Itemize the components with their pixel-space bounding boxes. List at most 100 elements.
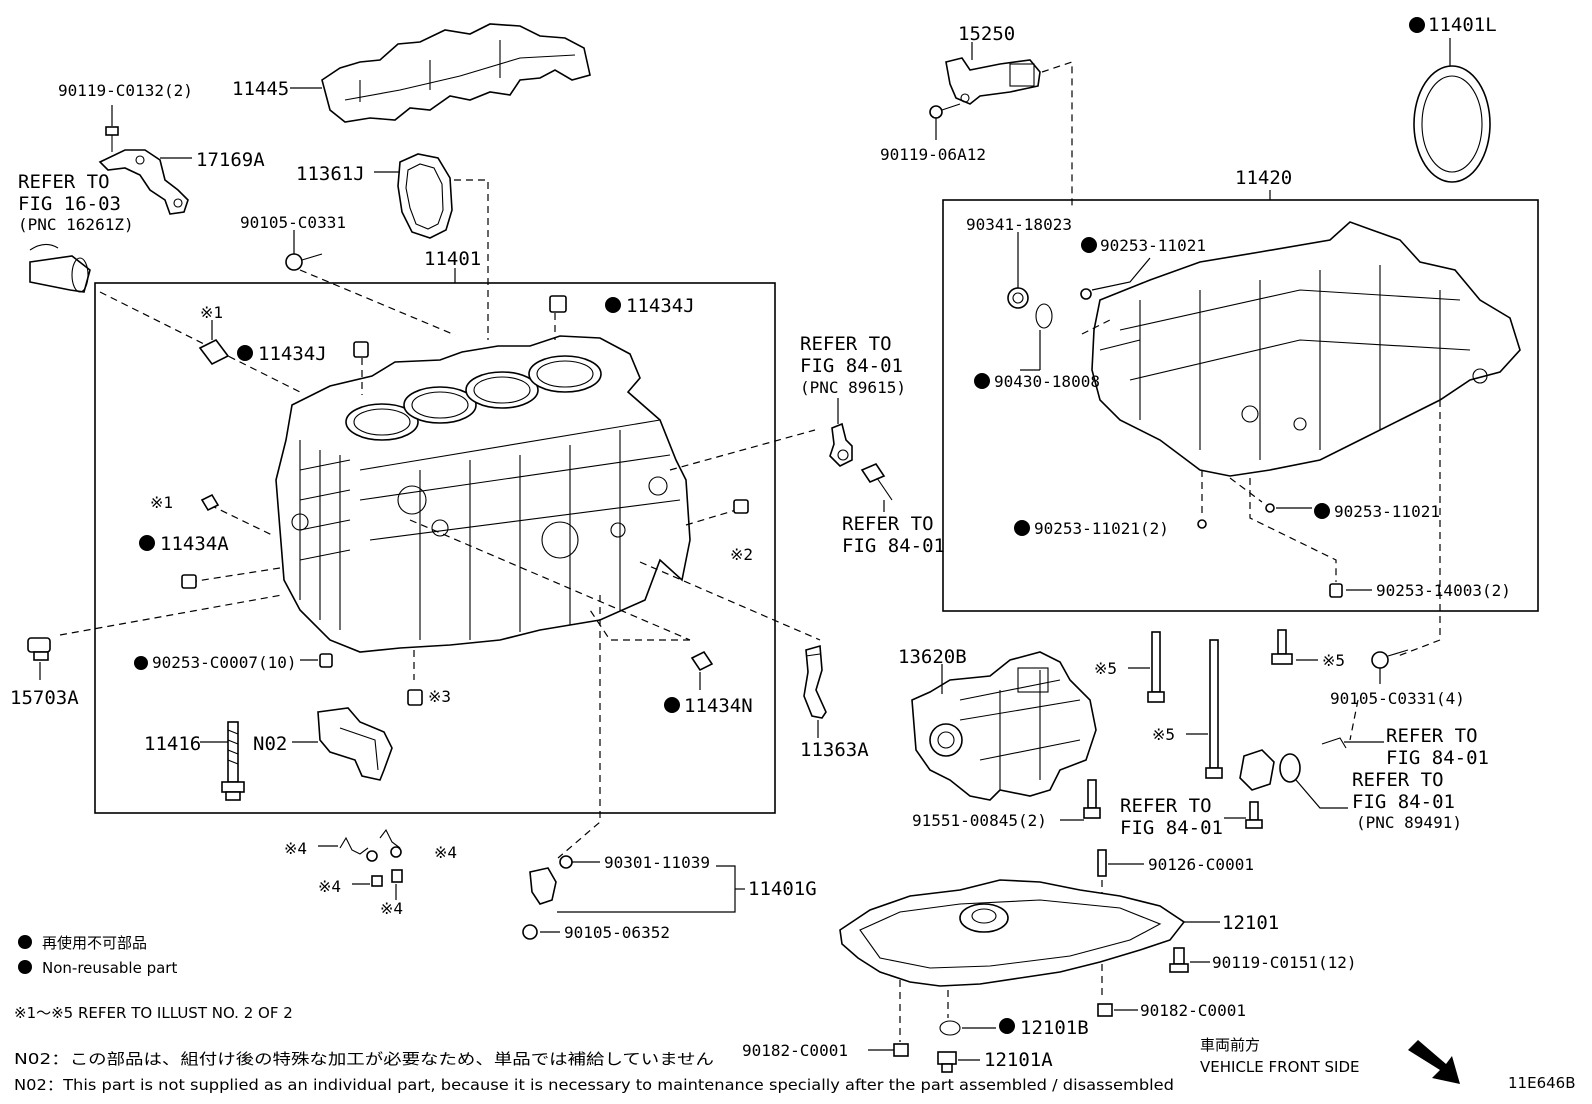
oil-pan-upper-11420 bbox=[1091, 221, 1521, 477]
bullet-90253-11021-c bbox=[1014, 520, 1030, 536]
oil-seal-11401l bbox=[1413, 65, 1491, 183]
label-11416: 11416 bbox=[144, 733, 201, 755]
pin-ref3 bbox=[407, 689, 423, 706]
bullet-90253-11021-b bbox=[1314, 503, 1330, 519]
label-ref5-a: ※5 bbox=[1094, 659, 1117, 678]
label-ref4-b: ※4 bbox=[434, 843, 457, 862]
front-side-jp: 車両前方 bbox=[1200, 1036, 1260, 1054]
label-12101a: 12101A bbox=[984, 1049, 1053, 1071]
label-12101b: 12101B bbox=[1020, 1017, 1089, 1039]
label-11434n: 11434N bbox=[684, 695, 753, 717]
oil-pump-13620b bbox=[911, 651, 1097, 801]
bolt-90119-c0132 bbox=[105, 126, 119, 152]
pipe-11363a bbox=[803, 644, 827, 719]
cylinder-block-11401 bbox=[275, 335, 691, 653]
label-ref5-c: ※5 bbox=[1322, 651, 1345, 670]
nut-90182-c0001-a bbox=[1097, 1003, 1113, 1017]
label-refer-16-03-a: REFER TO bbox=[18, 171, 110, 193]
cylinder-block-frame bbox=[94, 282, 776, 814]
label-90253-c0007: 90253-C0007(10) bbox=[152, 653, 297, 672]
pin-90253-c0007 bbox=[319, 653, 333, 668]
label-ref4-a: ※4 bbox=[284, 839, 307, 858]
bullet-90253-11021-a bbox=[1081, 237, 1097, 253]
label-15703a: 15703A bbox=[10, 687, 79, 709]
note-n02-jp: N02：この部品は、組付け後の特殊な加工が必要なため、単品では補給していません bbox=[14, 1050, 714, 1068]
label-refer-89615-b: FIG 84-01 bbox=[800, 355, 903, 377]
label-ref5-b: ※5 bbox=[1152, 725, 1175, 744]
pin-ref1-b bbox=[200, 493, 220, 512]
plug-12101a bbox=[937, 1051, 957, 1073]
label-90341-18023: 90341-18023 bbox=[966, 215, 1072, 234]
hose-part bbox=[29, 243, 91, 293]
label-90253-11021-c: 90253-11021(2) bbox=[1034, 519, 1169, 538]
label-90253-11021-a: 90253-11021 bbox=[1100, 236, 1206, 255]
label-ref2: ※2 bbox=[730, 545, 753, 564]
legend-non-reusable-en: Non-reusable part bbox=[42, 959, 177, 977]
bracket-17169a bbox=[98, 149, 189, 215]
bolt-90119-c0151 bbox=[1169, 947, 1189, 973]
bullet-11401l bbox=[1409, 17, 1425, 33]
legend-bullet-en bbox=[18, 960, 32, 974]
diagram-code: 11E646B bbox=[1508, 1074, 1576, 1092]
label-11434a: 11434A bbox=[160, 533, 229, 555]
label-ref4-c: ※4 bbox=[318, 877, 341, 896]
bolt-90105-c0331-4 bbox=[1371, 649, 1409, 669]
bolt-knock-sensor bbox=[860, 463, 893, 501]
bullet-11434j-a bbox=[605, 297, 621, 313]
pin-11434j-a bbox=[549, 295, 567, 313]
legend-bullet-jp bbox=[18, 935, 32, 949]
plug-90341-18023 bbox=[1007, 287, 1029, 309]
bullet-11434a bbox=[139, 535, 155, 551]
pin-90253-11021-a bbox=[1080, 288, 1092, 300]
label-11401: 11401 bbox=[424, 248, 481, 270]
oil-level-sensor bbox=[1239, 737, 1347, 791]
gasket-90430-18008 bbox=[1035, 303, 1053, 329]
front-arrow-icon bbox=[1408, 1040, 1460, 1084]
label-90105-06352: 90105-06352 bbox=[564, 923, 670, 942]
label-11445: 11445 bbox=[232, 78, 289, 100]
bolt-90105-c0331 bbox=[285, 253, 323, 271]
note-n02-en: N02：This part is not supplied as an indi… bbox=[14, 1076, 1174, 1094]
pin-11434j-b bbox=[353, 341, 369, 358]
label-11434j-a: 11434J bbox=[626, 295, 695, 317]
stud-90126-c0001 bbox=[1097, 849, 1107, 877]
label-refer-89615-a: REFER TO bbox=[800, 333, 892, 355]
pin-90253-11021-b bbox=[1265, 503, 1275, 513]
bolt-90105-06352 bbox=[522, 924, 538, 940]
label-90253-14003: 90253-14003(2) bbox=[1376, 581, 1511, 600]
label-11401l: 11401L bbox=[1428, 14, 1497, 36]
label-refer-84-d-a: REFER TO bbox=[1120, 795, 1212, 817]
bullet-90430-18008 bbox=[974, 373, 990, 389]
pin-11434n bbox=[690, 650, 714, 672]
label-11363a: 11363A bbox=[800, 739, 869, 761]
label-12101: 12101 bbox=[1222, 912, 1279, 934]
label-90182-c0001-b: 90182-C0001 bbox=[742, 1041, 848, 1060]
label-refer-89491-c: (PNC 89491) bbox=[1356, 813, 1462, 832]
bolt-90119-06a12 bbox=[929, 103, 961, 119]
label-17169a: 17169A bbox=[196, 149, 265, 171]
bullet-11434j-b bbox=[237, 345, 253, 361]
label-11434j-b: 11434J bbox=[258, 343, 327, 365]
label-11420: 11420 bbox=[1235, 167, 1292, 189]
gasket-11361j bbox=[397, 153, 453, 239]
label-refer-84-c-b: FIG 84-01 bbox=[1386, 747, 1489, 769]
label-90430-18008: 90430-18008 bbox=[994, 372, 1100, 391]
pin-90253-14003 bbox=[1329, 583, 1343, 598]
legend-non-reusable-jp: 再使用不可部品 bbox=[42, 934, 147, 952]
oil-pan-12101 bbox=[839, 879, 1186, 987]
label-90182-c0001-a: 90182-C0001 bbox=[1140, 1001, 1246, 1020]
front-side-en: VEHICLE FRONT SIDE bbox=[1200, 1058, 1360, 1076]
bolt-11416 bbox=[221, 721, 245, 801]
label-refer-16-03-c: (PNC 16261Z) bbox=[18, 215, 134, 234]
bullet-11434n bbox=[664, 697, 680, 713]
heat-insulator-part bbox=[321, 23, 591, 123]
pin-90253-11021-c bbox=[1197, 519, 1207, 529]
label-90253-11021-b: 90253-11021 bbox=[1334, 502, 1440, 521]
label-refer-89615-c: (PNC 89615) bbox=[800, 378, 906, 397]
legend-refer-illust: ※1～※5 REFER TO ILLUST NO. 2 OF 2 bbox=[14, 1004, 293, 1022]
cam-position-sensor bbox=[529, 855, 573, 905]
label-refer-84-a: REFER TO bbox=[842, 513, 934, 535]
label-90105-c0331-4: 90105-C0331(4) bbox=[1330, 689, 1465, 708]
